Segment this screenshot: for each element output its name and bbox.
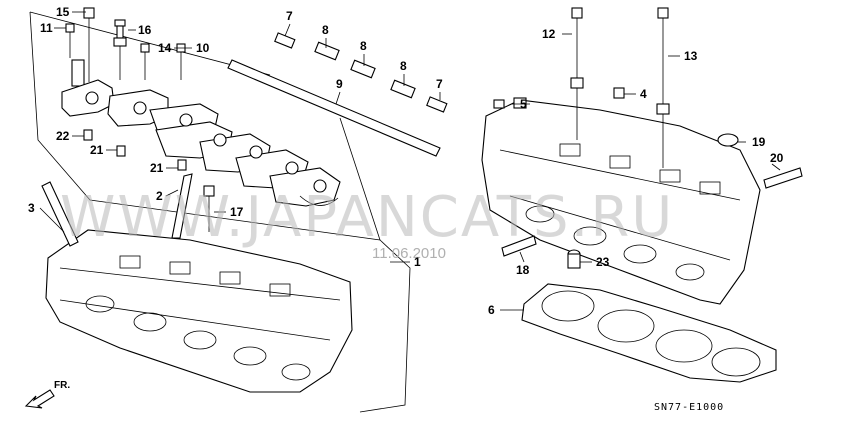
- callout-7-a: 7: [286, 9, 293, 23]
- date-stamp: 11.06.2010: [372, 245, 446, 262]
- callout-4: 4: [640, 87, 647, 101]
- callout-21-a: 21: [90, 143, 104, 157]
- callout-16: 16: [138, 23, 152, 37]
- callout-6: 6: [488, 303, 495, 317]
- rocker-arm-assembly: [61, 59, 341, 207]
- diagram-code: SN77-E1000: [654, 402, 724, 413]
- cylinder-head-right: [481, 99, 761, 305]
- head-gasket: [521, 283, 777, 383]
- leader-lines: [39, 11, 781, 311]
- callout-3: 3: [28, 201, 35, 215]
- callout-20: 20: [770, 151, 784, 165]
- callout-21-b: 21: [150, 161, 164, 175]
- callout-18: 18: [516, 263, 530, 277]
- callout-10: 10: [196, 41, 210, 55]
- callout-14: 14: [158, 41, 172, 55]
- callout-15: 15: [56, 5, 70, 19]
- callout-12: 12: [542, 27, 556, 41]
- callout-22: 22: [56, 129, 70, 143]
- callout-17: 17: [230, 205, 244, 219]
- callout-19: 19: [752, 135, 766, 149]
- callout-labels: 15 11 16 14 10 22 21 21 2 3 17 1 7 8 8 8…: [28, 5, 784, 317]
- callout-23: 23: [596, 255, 610, 269]
- callout-1: 1: [414, 255, 421, 269]
- callout-8-a: 8: [322, 23, 329, 37]
- callout-8-b: 8: [360, 39, 367, 53]
- callout-11: 11: [40, 21, 53, 35]
- front-arrow-icon: [24, 389, 55, 409]
- watermark: WWW.JAPANCATS.RU: [60, 185, 674, 250]
- callout-5: 5: [520, 97, 527, 111]
- callout-9: 9: [336, 77, 343, 91]
- callout-13: 13: [684, 49, 698, 63]
- head-bolts: [493, 7, 803, 257]
- cylinder-head-left: [41, 173, 353, 393]
- callout-8-c: 8: [400, 59, 407, 73]
- direction-label: FR.: [54, 380, 70, 391]
- upper-bolts: [65, 7, 187, 171]
- callout-2: 2: [156, 189, 163, 203]
- rocker-shaft: [227, 32, 448, 157]
- callout-7-b: 7: [436, 77, 443, 91]
